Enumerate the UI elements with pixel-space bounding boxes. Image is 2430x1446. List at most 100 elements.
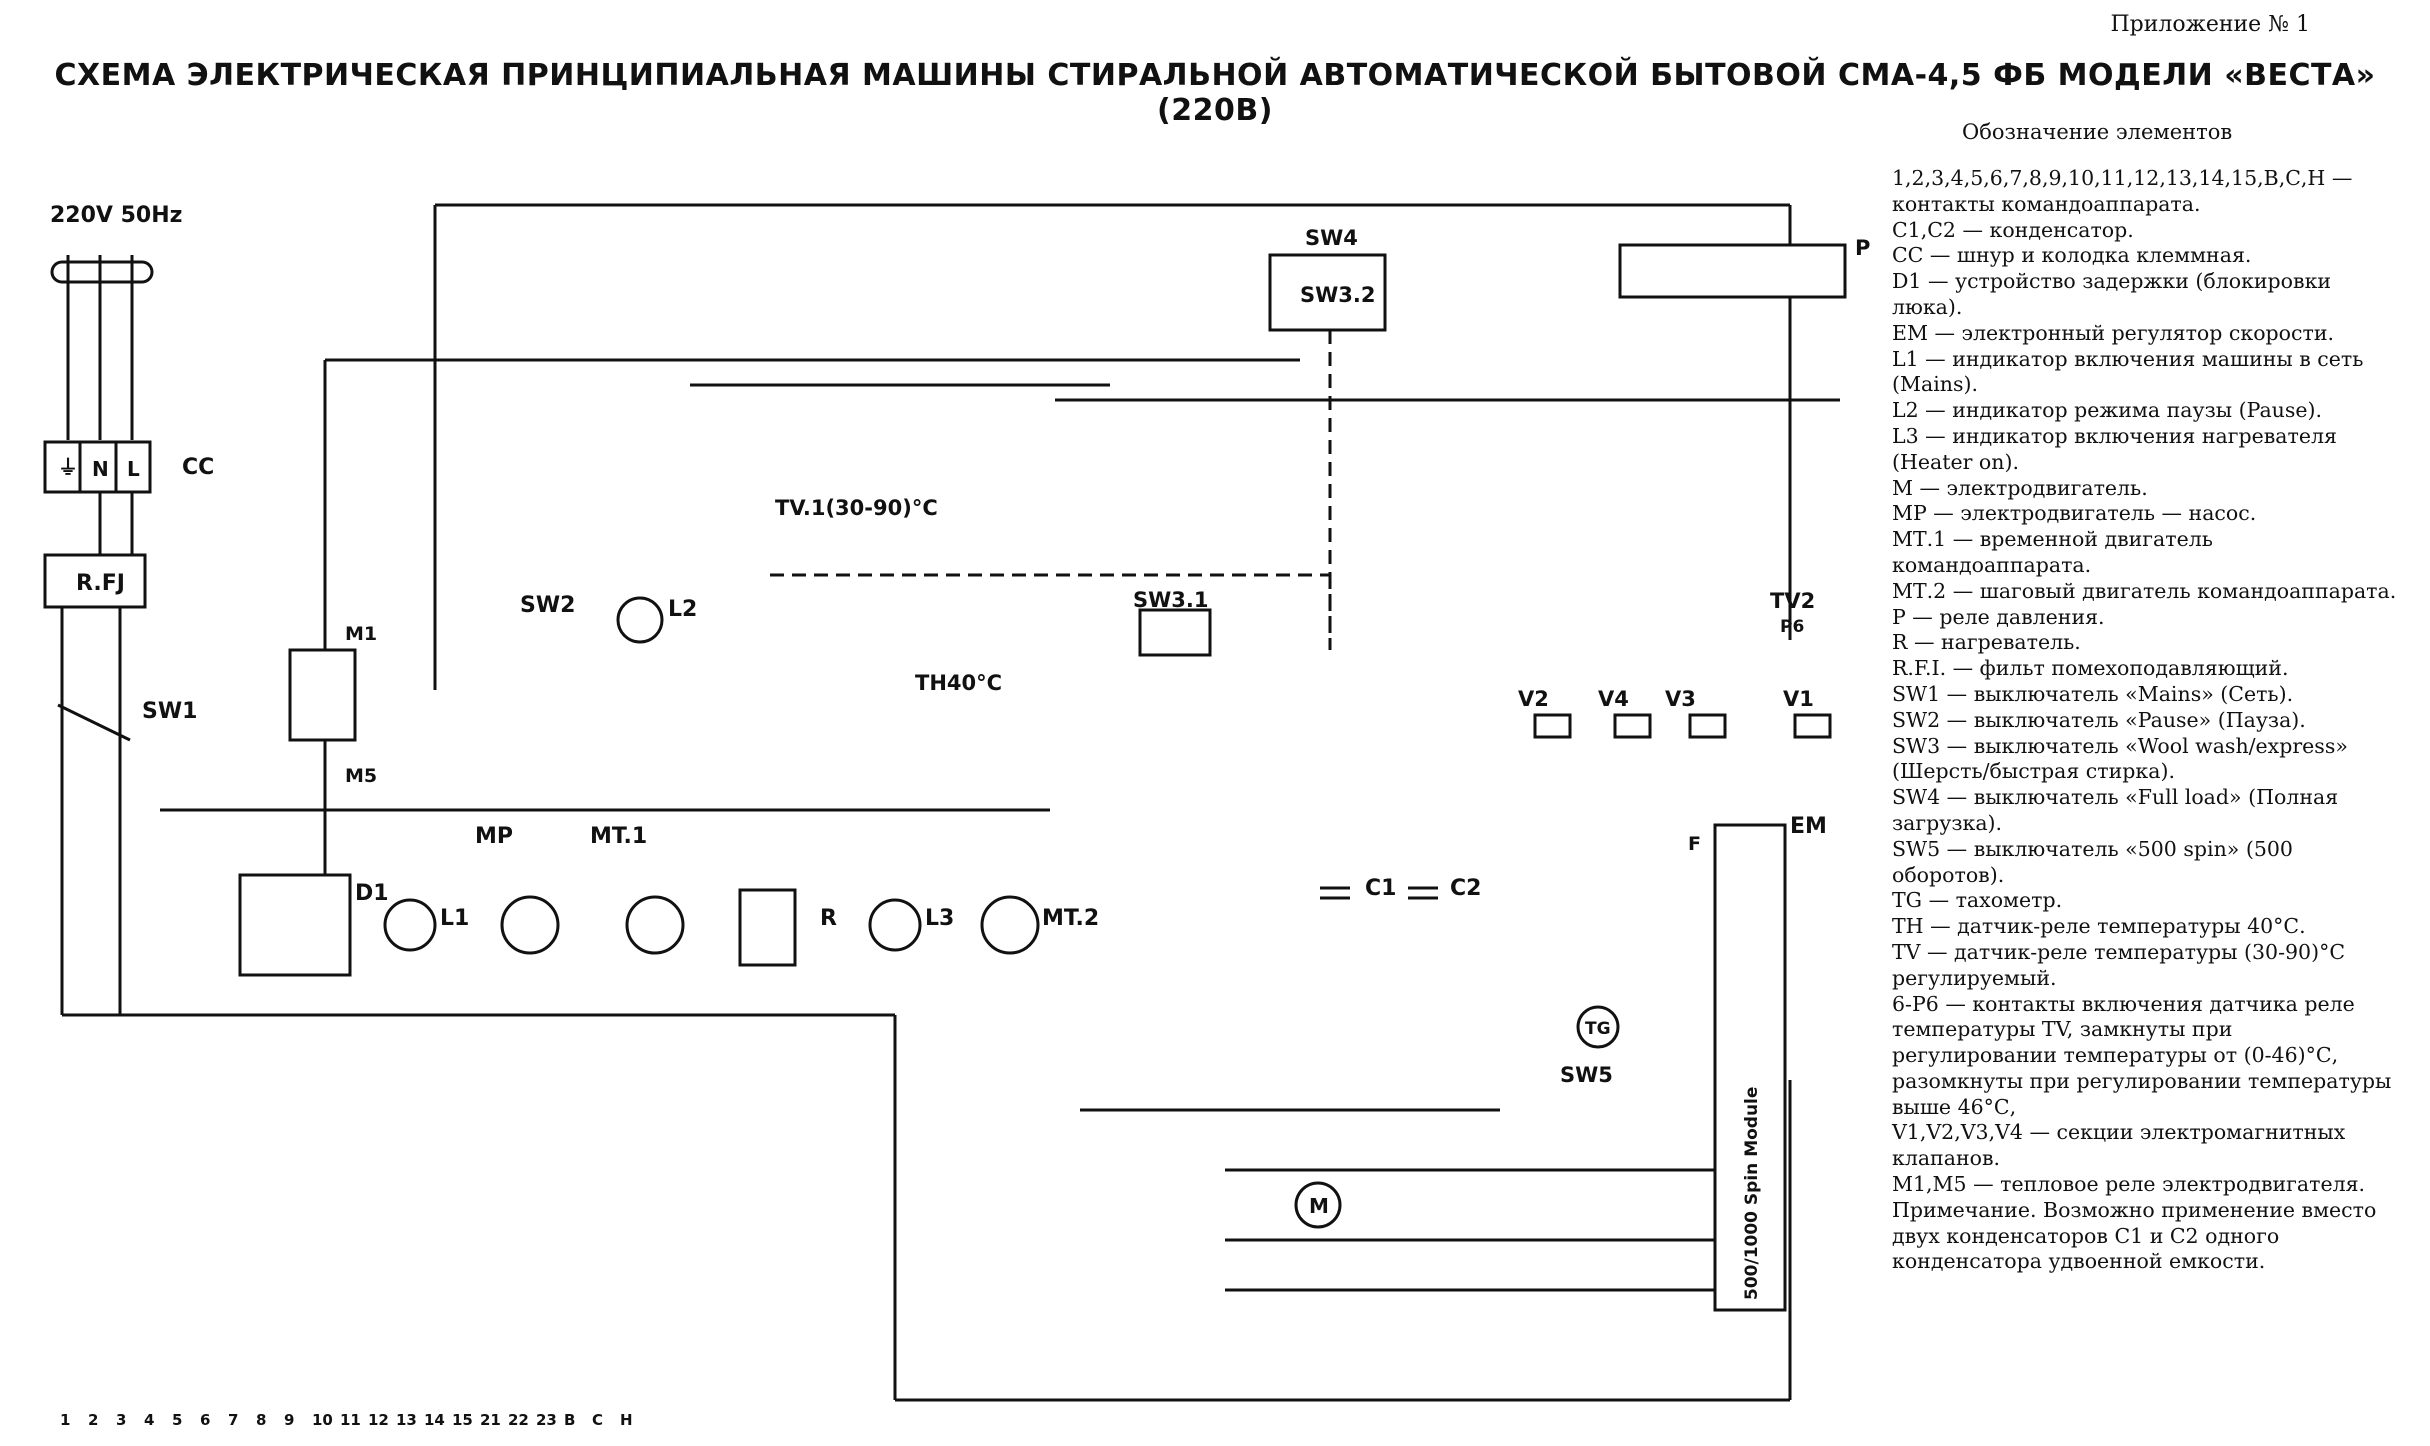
- p-label: P: [1855, 236, 1870, 260]
- circuit-diagram: 220V 50Hz ⏚ N L CC R.FJ SW1: [43, 203, 1870, 1429]
- thermostat-th40: TH40°C: [915, 671, 1002, 695]
- contact-number-label: 22: [508, 1411, 529, 1429]
- terminal-n: N: [92, 457, 109, 481]
- contact-number-label: 5: [172, 1411, 182, 1429]
- contact-number-label: 11: [340, 1411, 361, 1429]
- legend-item: SW1 — выключатель «Mains» (Сеть).: [1892, 681, 2294, 706]
- l3-label: L3: [925, 906, 954, 931]
- bus-wiring: [62, 203, 1840, 1402]
- terminal-block-cc: [43, 440, 152, 494]
- appendix-label: Приложение № 1: [2110, 12, 2310, 37]
- pressure-relay-p: P: [1618, 236, 1870, 299]
- legend-item: L1 — индикатор включения машины в сеть (…: [1892, 346, 2364, 397]
- timer-motor-mt1: MT.1: [590, 824, 685, 955]
- d1-label: D1: [355, 881, 389, 906]
- contact-number-label: 6: [200, 1411, 210, 1429]
- tg-label: TG: [1585, 1019, 1611, 1039]
- supply-block: 220V 50Hz ⏚ N L CC R.FJ SW1: [43, 203, 214, 1015]
- legend-item: R.F.I. — фильт помехоподавляющий.: [1892, 656, 2289, 681]
- v4-label: V4: [1598, 687, 1629, 711]
- sw5-label: SW5: [1560, 1063, 1613, 1087]
- sw32-label: SW3.2: [1300, 283, 1376, 307]
- legend-item: Р — реле давления.: [1892, 604, 2105, 629]
- em-module: EM F 500/1000 Spin Module: [1688, 814, 1827, 1312]
- tv2-label: TV2: [1770, 589, 1815, 613]
- legend-item: 6-Р6 — контакты включения датчика реле т…: [1892, 991, 2392, 1119]
- thermostat-tv2: TV2 P6: [1770, 589, 1815, 637]
- supply-connector: [50, 260, 154, 284]
- valve-v4: V4: [1598, 687, 1652, 739]
- step-motor-mt2: MT.2: [980, 895, 1099, 955]
- pump-motor-mp: MP: [475, 824, 560, 955]
- terminal-l: L: [127, 457, 140, 481]
- capacitor-c1: C1: [1320, 876, 1396, 901]
- thermal-relay-m1: M1 M5: [288, 623, 377, 787]
- page-title: СХЕМА ЭЛЕКТРИЧЕСКАЯ ПРИНЦИПИАЛЬНАЯ МАШИН…: [54, 58, 2376, 128]
- contact-number-label: 8: [256, 1411, 266, 1429]
- th40-label: TH40°C: [915, 671, 1002, 695]
- legend-item: МТ.2 — шаговый двигатель командоаппарата…: [1892, 578, 2397, 603]
- cc-label: CC: [182, 455, 214, 480]
- legend-item: ЕМ — электронный регулятор скорости.: [1892, 320, 2335, 345]
- m1-label: M1: [345, 623, 377, 645]
- sw4-sw32-block: SW4 SW3.2: [1268, 226, 1387, 332]
- contact-number-label: 21: [480, 1411, 501, 1429]
- m5-label: M5: [345, 765, 377, 787]
- contact-number-label: 15: [452, 1411, 473, 1429]
- l2-label: L2: [668, 597, 697, 622]
- mp-label: MP: [475, 824, 513, 849]
- contact-number-label: 4: [144, 1411, 154, 1429]
- legend-item: 1,2,3,4,5,6,7,8,9,10,11,12,13,14,15,В,С,…: [1892, 166, 2353, 216]
- contact-number-label: 1: [60, 1411, 70, 1429]
- legend-item: МТ.1 — временной двигатель командоаппара…: [1892, 527, 2213, 577]
- legend-item: SW3 — выключатель «Wool wash/express» (Ш…: [1892, 733, 2348, 784]
- contact-number-label: 23: [536, 1411, 557, 1429]
- tachometer-tg: TG: [1576, 1005, 1620, 1049]
- sw1-switch: [57, 703, 131, 742]
- tv1-label: TV.1(30-90)°C: [775, 496, 938, 520]
- contact-number-label: 13: [396, 1411, 417, 1429]
- c2-label: C2: [1450, 876, 1481, 901]
- mt2-label: MT.2: [1042, 906, 1099, 931]
- legend-item: М — электродвигатель.: [1892, 475, 2148, 500]
- l1-label: L1: [440, 906, 469, 931]
- door-lock-d1: D1: [238, 873, 389, 977]
- lamp-l2: L2 SW2: [520, 593, 697, 644]
- contact-number-label: H: [620, 1411, 633, 1429]
- legend-item: С1,С2 — конденсатор.: [1892, 217, 2134, 242]
- legend-item: ТН — датчик-реле температуры 40°С.: [1892, 914, 2306, 939]
- supply-label: 220V 50Hz: [50, 203, 182, 228]
- valve-v1: V1: [1783, 687, 1832, 739]
- legend-item: SW4 — выключатель «Full load» (Полная за…: [1892, 785, 2339, 835]
- sw1-label: SW1: [142, 699, 197, 724]
- p6-label: P6: [1780, 617, 1804, 637]
- legend-item: SW2 — выключатель «Pause» (Пауза).: [1892, 707, 2306, 732]
- v1-label: V1: [1783, 687, 1814, 711]
- contact-number-label: 9: [284, 1411, 294, 1429]
- legend-item: TV — датчик-реле температуры (30-90)°С р…: [1892, 939, 2346, 990]
- contact-number-label: 14: [424, 1411, 445, 1429]
- heater-r: R: [738, 888, 837, 967]
- m-label: M: [1309, 1194, 1329, 1218]
- legend-item: SW5 — выключатель «500 spin» (500 оборот…: [1892, 836, 2293, 887]
- f-terminal-label: F: [1688, 833, 1701, 855]
- lamp-l1: L1: [383, 898, 469, 952]
- valve-v2: V2: [1518, 687, 1572, 739]
- legend-item: V1,V2,V3,V4 — секции электромагнитных кл…: [1892, 1120, 2346, 1171]
- c1-label: C1: [1365, 876, 1396, 901]
- v2-label: V2: [1518, 687, 1549, 711]
- contact-number-label: 10: [312, 1411, 333, 1429]
- sw4-label: SW4: [1305, 226, 1358, 250]
- sw31-label: SW3.1: [1133, 588, 1209, 612]
- switch-sw31: SW3.1: [1133, 588, 1212, 657]
- contact-number-label: 2: [88, 1411, 98, 1429]
- legend-item: L2 — индикатор режима паузы (Pause).: [1892, 398, 2323, 423]
- contact-number-label: 12: [368, 1411, 389, 1429]
- lamp-l3: L3: [868, 898, 954, 952]
- element-legend: 1,2,3,4,5,6,7,8,9,10,11,12,13,14,15,В,С,…: [1892, 166, 2397, 1275]
- rfi-label: R.FJ: [76, 571, 125, 596]
- rfi-filter: [43, 553, 147, 609]
- em-label: EM: [1790, 814, 1827, 839]
- r-label: R: [820, 906, 837, 931]
